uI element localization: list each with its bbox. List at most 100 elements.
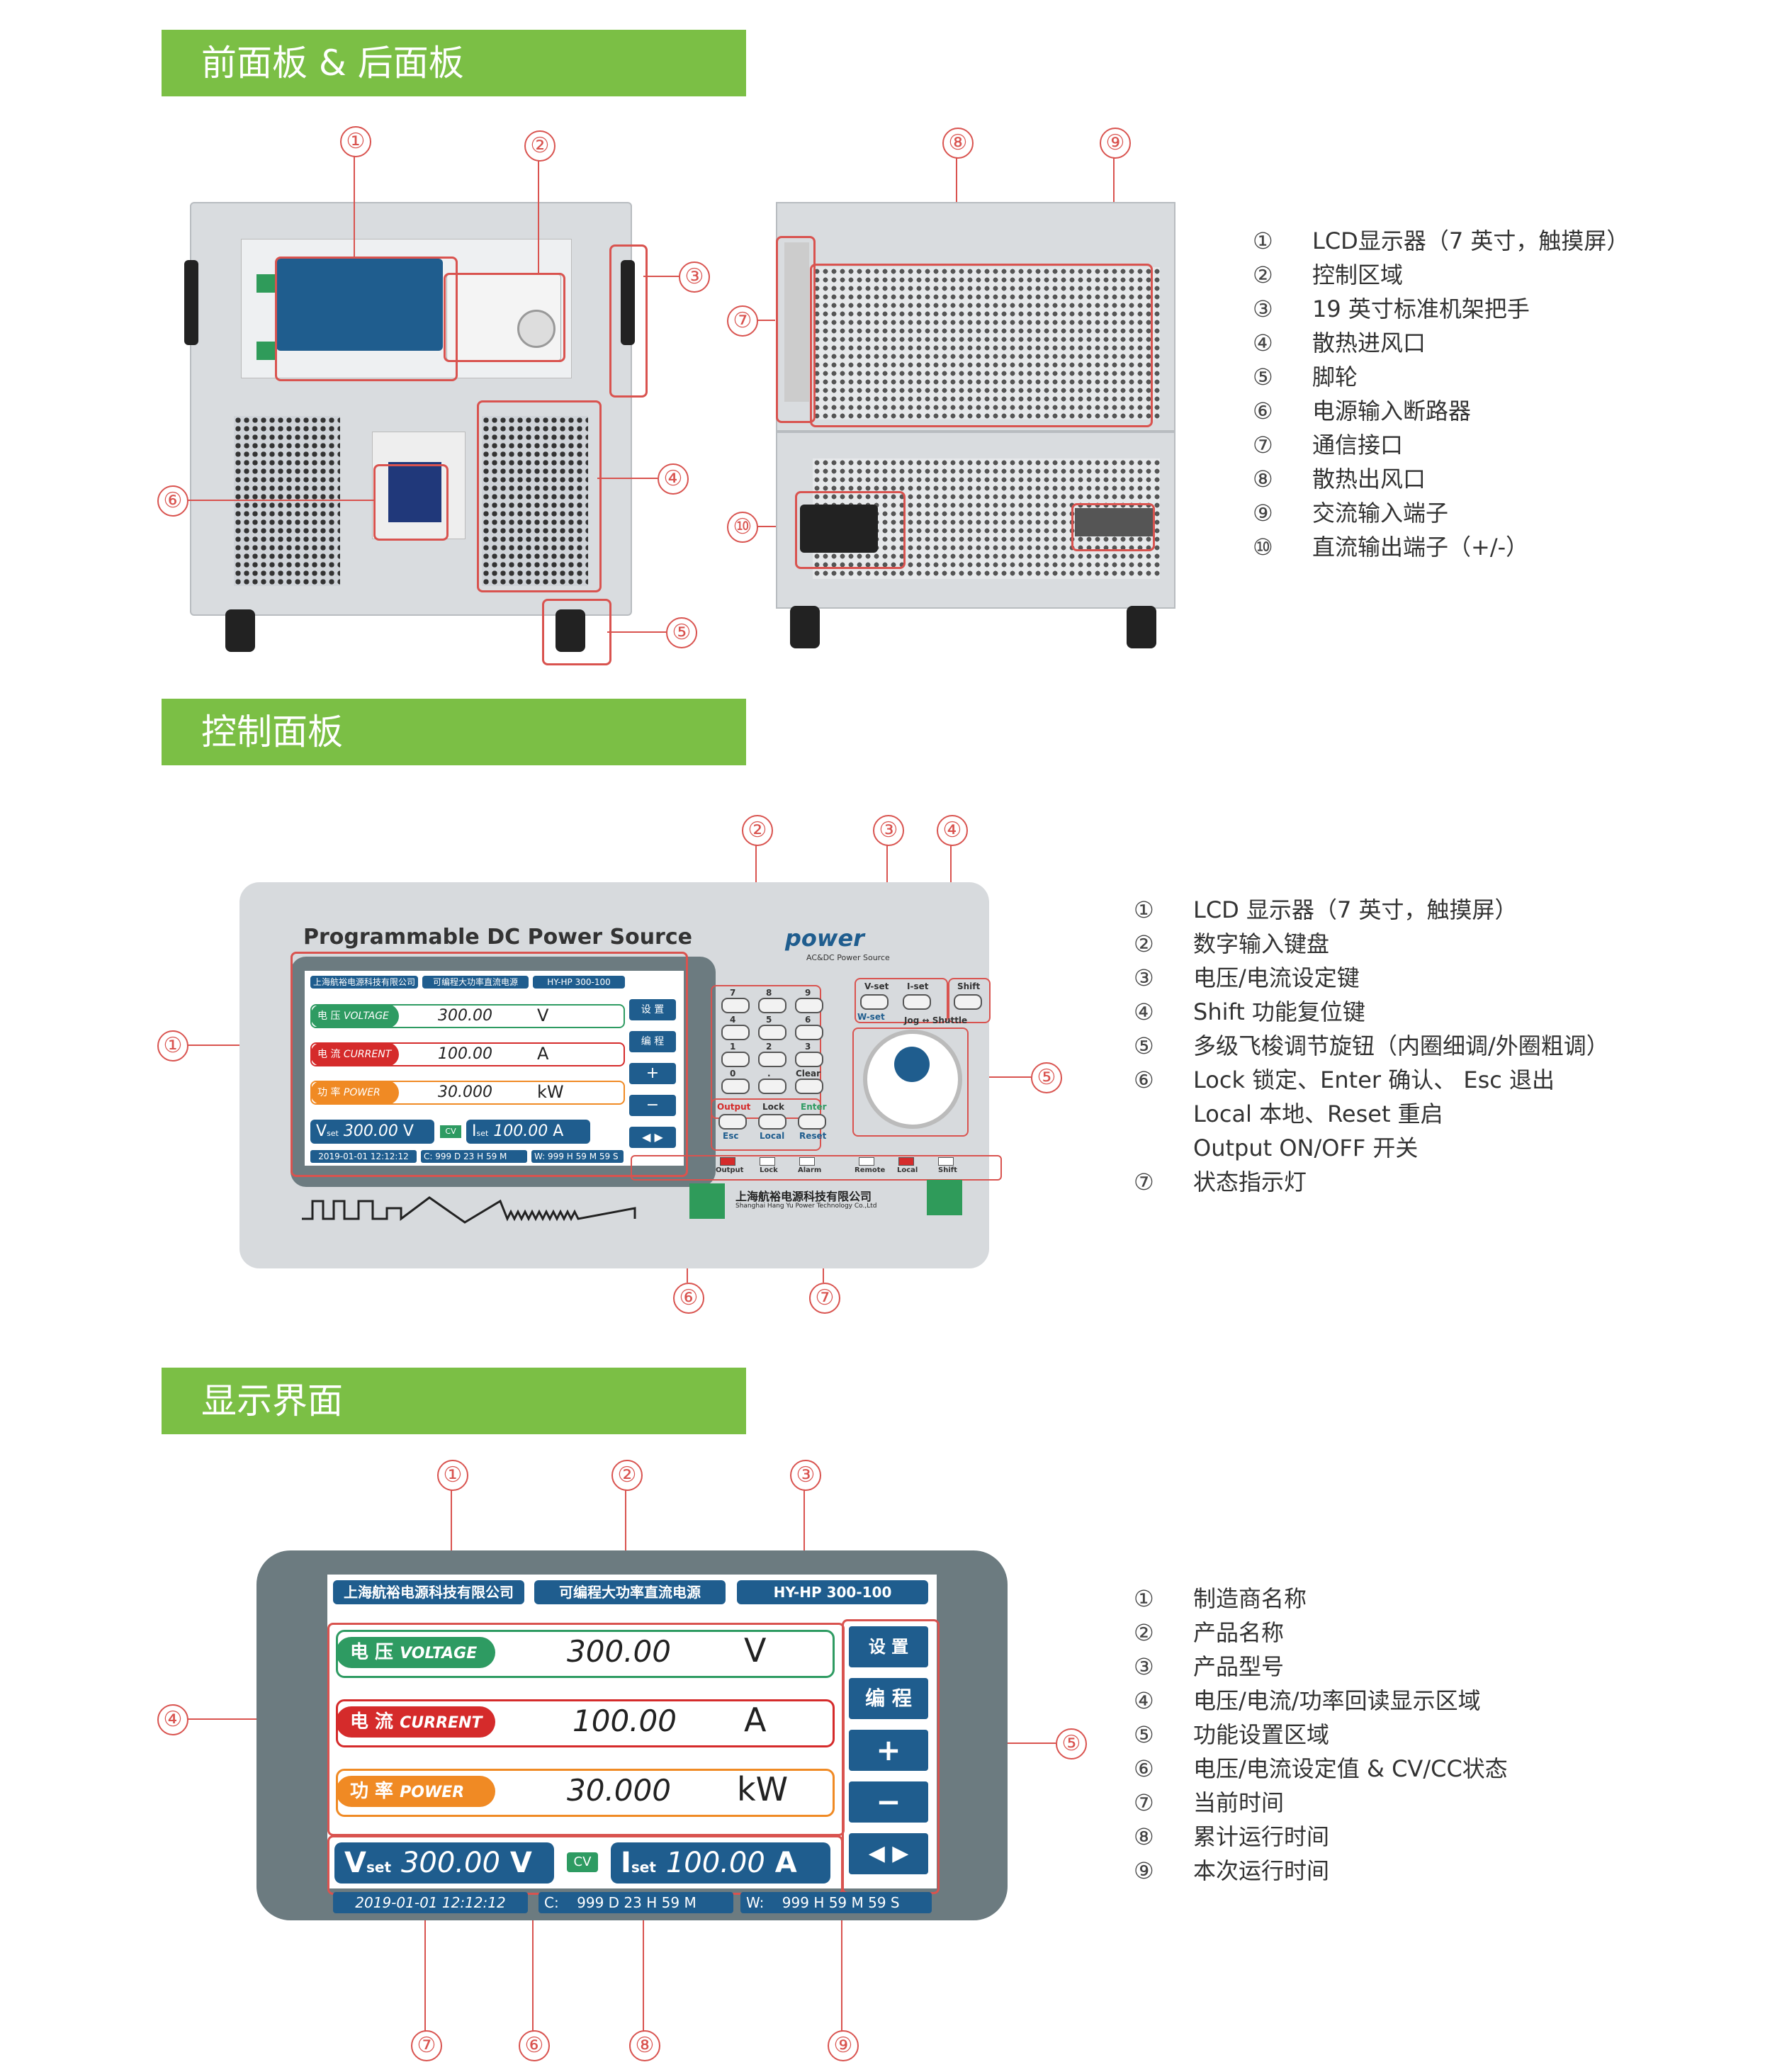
- mini-power-value: 30.000: [438, 1083, 492, 1101]
- key-5-label: 5: [766, 1015, 772, 1025]
- led-alarm: [799, 1157, 815, 1166]
- plus-button[interactable]: +: [849, 1730, 928, 1771]
- control-panel: Programmable DC Power Source 上海航裕电源科技有限公…: [239, 882, 1002, 1268]
- cv-indicator: CV: [567, 1852, 598, 1872]
- voltage-label: 电 压 VOLTAGE: [336, 1637, 495, 1668]
- company-name-en: Shanghai Hang Yu Power Technology Co.,Lt…: [735, 1203, 877, 1210]
- caster: [556, 609, 585, 652]
- key-6-label: 6: [805, 1015, 811, 1025]
- key-7[interactable]: [721, 998, 750, 1013]
- mini-voltage-label: 电 压 VOLTAGE: [310, 1004, 399, 1028]
- key-dot[interactable]: [758, 1079, 786, 1094]
- key-8-label: 8: [766, 988, 772, 998]
- led-remote-label: Remote: [855, 1166, 886, 1174]
- jog-knob[interactable]: [863, 1030, 962, 1129]
- mini-datetime: 2019-01-01 12:12:12: [310, 1150, 417, 1163]
- led-output-label: Output: [716, 1166, 744, 1174]
- key-8[interactable]: [758, 998, 786, 1013]
- key-3[interactable]: [795, 1052, 823, 1067]
- mini-vset: Vset 300.00 V: [310, 1120, 434, 1144]
- caster: [1127, 606, 1156, 648]
- shift-key-label: Shift: [957, 981, 981, 991]
- mini-cv: CV: [440, 1125, 461, 1138]
- callout-1: ①: [157, 1030, 188, 1062]
- current-label: 电 流 CURRENT: [336, 1706, 495, 1738]
- mini-btn-program: 编 程: [629, 1031, 676, 1052]
- iset-key-label: I-set: [907, 981, 929, 991]
- callout-6: ⑥: [519, 2030, 550, 2061]
- callout-6: ⑥: [157, 485, 188, 517]
- mini-cum: C: 999 D 23 H 59 M: [421, 1150, 527, 1163]
- key-7-label: 7: [730, 988, 736, 998]
- company-name-cn: 上海航裕电源科技有限公司: [735, 1190, 872, 1203]
- mini-current-value: 100.00: [438, 1045, 492, 1063]
- led-lock: [760, 1157, 775, 1166]
- mini-current-label: 电 流 CURRENT: [310, 1042, 399, 1066]
- key-6[interactable]: [795, 1025, 823, 1040]
- callout-9: ⑨: [1100, 128, 1131, 159]
- rear-panel-image: [776, 202, 1175, 609]
- panel-title: Programmable DC Power Source: [303, 925, 692, 950]
- callout-2: ②: [611, 1460, 643, 1491]
- key-9-label: 9: [805, 988, 811, 998]
- key-dot-label: .: [767, 1069, 771, 1079]
- setup-button[interactable]: 设 置: [849, 1626, 928, 1667]
- vent-highlight: [477, 400, 602, 592]
- lcd-highlight: [275, 257, 458, 381]
- session-runtime: W: 999 H 59 M 59 S: [740, 1892, 932, 1913]
- mini-product: 可编程大功率直流电源: [422, 976, 529, 989]
- current-unit: A: [744, 1701, 767, 1739]
- key-clear[interactable]: [795, 1079, 823, 1094]
- callout-2: ②: [742, 815, 773, 846]
- callout-1: ①: [340, 126, 371, 157]
- mini-power-unit: kW: [537, 1082, 564, 1102]
- iset-key[interactable]: [903, 994, 931, 1010]
- callout-3: ③: [679, 261, 710, 293]
- mini-model: HY-HP 300-100: [533, 976, 625, 989]
- power-label: 功 率 POWER: [336, 1776, 495, 1807]
- arrow-buttons[interactable]: ◀ ▶: [849, 1833, 928, 1874]
- mini-btn-plus: +: [629, 1063, 676, 1084]
- callout-5: ⑤: [1031, 1062, 1062, 1093]
- output-key[interactable]: [718, 1114, 747, 1130]
- callout-9: ⑨: [828, 2030, 859, 2061]
- section-title-panels: 前面板 & 后面板: [162, 30, 746, 96]
- callout-4: ④: [658, 463, 689, 495]
- key-0[interactable]: [721, 1079, 750, 1094]
- mini-voltage-unit: V: [537, 1006, 549, 1025]
- handle-highlight: [609, 244, 648, 398]
- program-button[interactable]: 编 程: [849, 1678, 928, 1719]
- key-4-label: 4: [730, 1015, 736, 1025]
- key-5[interactable]: [758, 1025, 786, 1040]
- vset-key[interactable]: [860, 994, 889, 1010]
- caster: [225, 609, 255, 652]
- caster: [790, 606, 820, 648]
- callout-7: ⑦: [411, 2030, 442, 2061]
- shift-key[interactable]: [954, 994, 982, 1010]
- lock-key-label: Lock: [762, 1102, 784, 1112]
- key-9[interactable]: [795, 998, 823, 1013]
- lcd-highlight: [291, 952, 688, 1177]
- wset-label: W-set: [857, 1012, 885, 1022]
- comm-highlight: [776, 236, 816, 423]
- key-2[interactable]: [758, 1052, 786, 1067]
- key-1[interactable]: [721, 1052, 750, 1067]
- vset-display: Vset 300.00 V: [334, 1842, 554, 1884]
- lcd-company: 上海航裕电源科技有限公司: [333, 1580, 524, 1604]
- led-local: [898, 1157, 914, 1166]
- key-2-label: 2: [766, 1042, 772, 1052]
- mini-iset: Iset 100.00 A: [466, 1120, 590, 1144]
- enter-key[interactable]: [798, 1114, 826, 1130]
- led-shift-label: Shift: [938, 1166, 957, 1174]
- key-4[interactable]: [721, 1025, 750, 1040]
- callout-5: ⑤: [666, 617, 697, 648]
- section-title-control: 控制面板: [162, 699, 746, 765]
- local-key-label: Local: [760, 1131, 785, 1141]
- qr-code: [927, 1180, 962, 1215]
- lock-key[interactable]: [758, 1114, 786, 1130]
- mini-company: 上海航裕电源科技有限公司: [310, 976, 418, 989]
- lcd-model: HY-HP 300-100: [737, 1580, 928, 1604]
- minus-button[interactable]: −: [849, 1781, 928, 1823]
